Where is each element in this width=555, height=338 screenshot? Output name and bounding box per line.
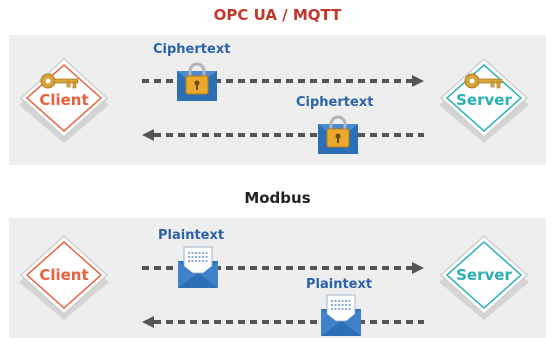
plaintext-envelope-icon	[178, 246, 218, 288]
plaintext-tag-forward: Plaintext	[158, 228, 225, 243]
server-label: Server	[456, 266, 512, 284]
encrypted-envelope-icon	[177, 62, 217, 101]
ciphertext-tag-forward: Ciphertext	[153, 42, 231, 57]
client-label: Client	[39, 91, 89, 109]
arrow-right-icon	[142, 75, 424, 87]
server-node-top: Server	[437, 55, 531, 145]
key-icon	[40, 73, 79, 89]
diamond-shape	[439, 57, 529, 143]
encrypted-envelope-icon	[318, 115, 358, 154]
plaintext-envelope-icon	[321, 294, 361, 336]
arrow-left-icon	[142, 129, 424, 141]
client-label: Client	[39, 266, 89, 284]
diamond-shape	[19, 234, 109, 320]
plaintext-tag-backward: Plaintext	[306, 277, 373, 292]
client-node-bottom: Client	[17, 232, 111, 322]
arrow-right-icon	[142, 262, 424, 274]
modbus-title: Modbus	[244, 189, 311, 207]
server-node-bottom: Server	[437, 232, 531, 322]
client-node-top: Client	[17, 55, 111, 145]
key-icon	[464, 73, 503, 89]
diamond-shape	[19, 57, 109, 143]
diamond-shape	[439, 234, 529, 320]
ciphertext-tag-backward: Ciphertext	[296, 95, 374, 110]
opc-ua-mqtt-title: OPC UA / MQTT	[213, 6, 342, 24]
arrow-left-icon	[142, 316, 424, 328]
server-label: Server	[456, 91, 512, 109]
